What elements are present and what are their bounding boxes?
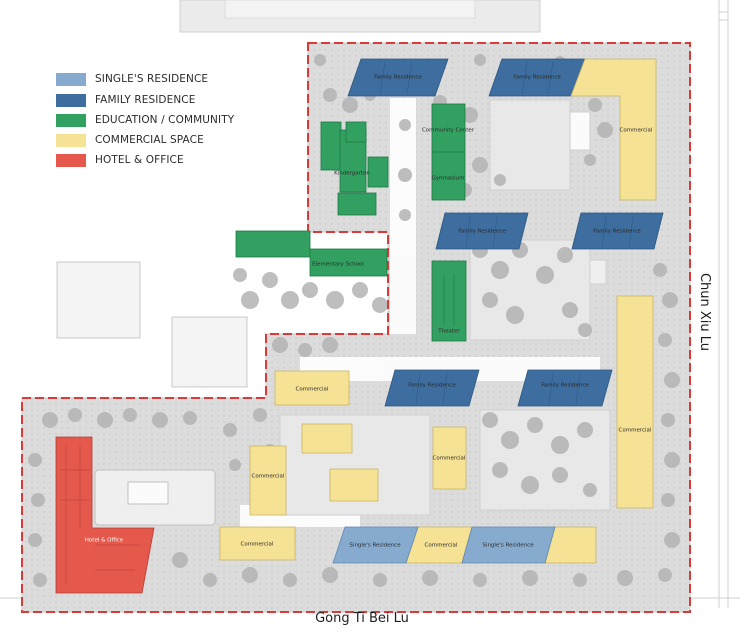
family-residence-1 bbox=[347, 58, 449, 97]
commercial-buildings bbox=[219, 58, 657, 564]
legend-item-commercial-space: COMMERCIAL SPACE bbox=[56, 133, 204, 147]
street-label-east: Chun Xiu Lu bbox=[697, 273, 712, 351]
commercial-1-label: Commercial bbox=[296, 387, 329, 393]
context-blocks bbox=[0, 0, 740, 608]
legend-swatch bbox=[56, 113, 86, 127]
single-residence-1-label: Single's Residence bbox=[349, 543, 401, 549]
commercial-1-building bbox=[274, 370, 350, 406]
elementary-school-building bbox=[235, 230, 311, 258]
legend-label: COMMERCIAL SPACE bbox=[95, 134, 204, 146]
legend-label: HOTEL & OFFICE bbox=[95, 154, 184, 166]
trees bbox=[28, 54, 680, 587]
commercial-ne-building bbox=[570, 58, 657, 201]
commercial-3-building bbox=[219, 526, 296, 561]
legend-swatch bbox=[56, 93, 86, 107]
residence-unit-lines bbox=[379, 61, 634, 405]
commercial-2-label: Commercial bbox=[252, 474, 285, 480]
legend-label: FAMILY RESIDENCE bbox=[95, 94, 196, 106]
family-residence-2-label: Family Residence bbox=[513, 75, 561, 81]
gymnasium-label: Gymnasium bbox=[432, 176, 465, 182]
site-boundary bbox=[21, 42, 691, 613]
commercial-plaza-a bbox=[301, 423, 353, 454]
kindergarten-label: Kindergarten bbox=[334, 171, 370, 177]
family-residence-1-label: Family Residence bbox=[374, 75, 422, 81]
family-residence-5 bbox=[384, 369, 480, 407]
family-residence-6 bbox=[517, 369, 613, 407]
legend-item-hotel-office: HOTEL & OFFICE bbox=[56, 153, 184, 167]
hotel-floorplan-lines bbox=[60, 445, 140, 585]
single-residence-buildings bbox=[332, 526, 556, 564]
commercial-5-label: Commercial bbox=[425, 543, 458, 549]
family-residence-4 bbox=[571, 212, 664, 250]
kindergarten-building bbox=[320, 121, 389, 216]
theater-building bbox=[431, 260, 467, 342]
commercial-e-label: Commercial bbox=[619, 428, 652, 434]
legend-label: EDUCATION / COMMUNITY bbox=[95, 114, 235, 126]
commercial-plaza-b bbox=[329, 468, 379, 502]
legend-swatch bbox=[56, 72, 86, 86]
commercial-4-building bbox=[432, 426, 467, 490]
commercial-3-label: Commercial bbox=[241, 542, 274, 548]
family-residence-3 bbox=[435, 212, 529, 250]
elementary-school-wing bbox=[309, 248, 388, 277]
commercial-4-label: Commercial bbox=[433, 456, 466, 462]
legend-swatch bbox=[56, 153, 86, 167]
elementary-school-label: Elementary School bbox=[312, 262, 364, 268]
legend-item-education-community: EDUCATION / COMMUNITY bbox=[56, 113, 234, 127]
legend-swatch bbox=[56, 133, 86, 147]
commercial-e-building bbox=[616, 295, 654, 509]
single-residence-2-label: Single's Residence bbox=[482, 543, 534, 549]
legend-item-family-residence: FAMILY RESIDENCE bbox=[56, 93, 195, 107]
legend-label: SINGLE'S RESIDENCE bbox=[95, 73, 209, 85]
single-residence-2 bbox=[461, 526, 556, 564]
legend-item-single-residence: SINGLE'S RESIDENCE bbox=[56, 72, 208, 86]
single-residence-1 bbox=[332, 526, 419, 564]
community-center-label: Community Center bbox=[422, 128, 475, 134]
commercial-2-building bbox=[249, 445, 287, 516]
family-residence-5-label: Family Residence bbox=[408, 383, 456, 389]
hotel-office-building bbox=[55, 436, 155, 594]
family-residence-4-label: Family Residence bbox=[593, 229, 641, 235]
street-label-south: Gong Ti Bei Lu bbox=[315, 611, 409, 626]
theater-label: Theater bbox=[437, 329, 460, 335]
family-residence-3-label: Family Residence bbox=[458, 229, 506, 235]
family-residence-6-label: Family Residence bbox=[541, 383, 589, 389]
commercial-ne-label: Commercial bbox=[620, 128, 653, 134]
hotel-office-label: Hotel & Office bbox=[85, 538, 124, 544]
legend: SINGLE'S RESIDENCE FAMILY RESIDENCE EDUC… bbox=[38, 46, 234, 180]
education-community-buildings: Community Center Gymnasium Kindergarten … bbox=[235, 103, 475, 342]
